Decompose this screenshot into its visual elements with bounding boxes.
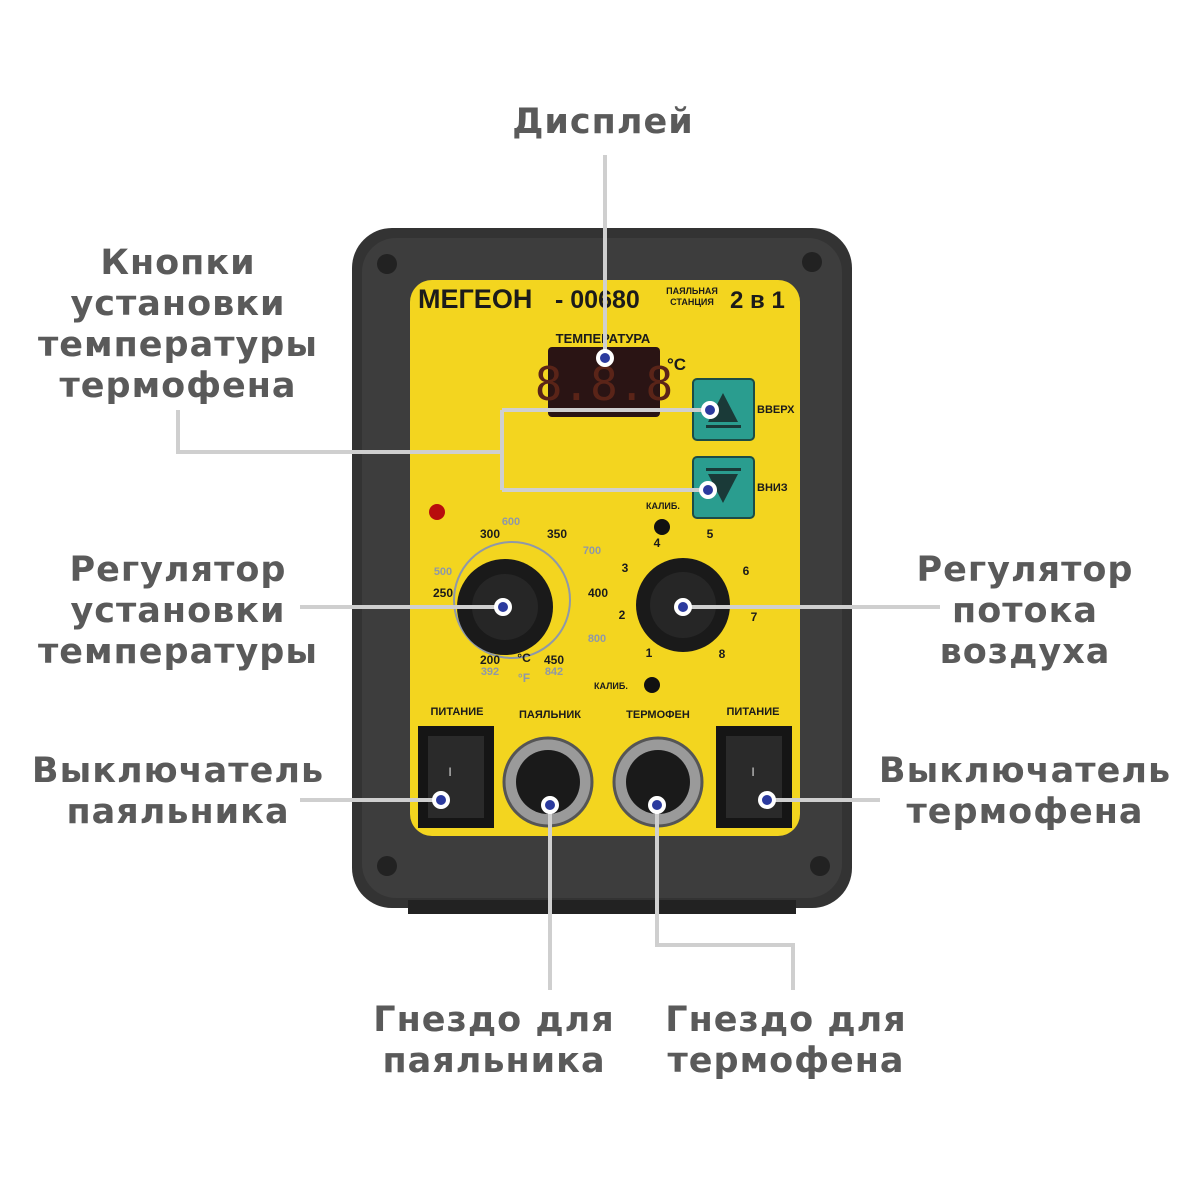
- callout-line: Гнездо для: [373, 1000, 614, 1040]
- callout-iron-socket: Гнездо для паяльника: [373, 1000, 614, 1081]
- down-button[interactable]: [692, 456, 755, 519]
- callout-temp-knob: Регулятор установки температуры: [38, 550, 318, 672]
- up-label: ВВЕРХ: [757, 404, 795, 416]
- iron-power-switch[interactable]: I: [418, 726, 494, 828]
- screw-icon: [810, 856, 830, 876]
- down-label: ВНИЗ: [757, 482, 788, 494]
- scale-label: 3: [622, 561, 629, 575]
- scale-label: 4: [654, 536, 661, 550]
- type-label: ПАЯЛЬНАЯ: [666, 286, 718, 296]
- calib-button-bottom[interactable]: [644, 677, 660, 693]
- gun-label: ТЕРМОФЕН: [626, 709, 690, 721]
- callout-line: установки: [70, 591, 285, 631]
- callout-line: Регулятор: [70, 550, 287, 590]
- scale-label: 400: [588, 586, 608, 600]
- unit-label: °F: [518, 671, 530, 685]
- arrow-down-icon: [708, 474, 738, 503]
- iron-socket[interactable]: [502, 736, 594, 828]
- calib-button-top[interactable]: [654, 519, 670, 535]
- power-led: [429, 504, 445, 520]
- callout-line: термофена: [60, 366, 297, 406]
- callout-iron-switch: Выключатель паяльника: [32, 751, 324, 832]
- temperature-display: [548, 347, 660, 417]
- two-in-one-label: 2 в 1: [730, 287, 785, 314]
- callout-line: Выключатель: [879, 751, 1171, 791]
- callout-line: потока: [952, 591, 1098, 631]
- scale-label: 250: [433, 586, 453, 600]
- callout-line: Регулятор: [917, 550, 1134, 590]
- scale-label: 7: [751, 610, 758, 624]
- scale-label: 200: [480, 653, 500, 667]
- switch-on-mark: I: [448, 765, 451, 779]
- callout-line: температуры: [38, 632, 318, 672]
- scale-label: 6: [743, 564, 750, 578]
- unit-label: °C: [517, 651, 531, 665]
- calib-label: КАЛИБ.: [594, 681, 628, 691]
- callout-line: температуры: [38, 325, 318, 365]
- model-number: - 00680: [555, 286, 640, 314]
- callout-line: паяльника: [382, 1041, 605, 1081]
- scale-label: 8: [719, 647, 726, 661]
- scale-label: 700: [583, 545, 601, 557]
- callout-air-knob: Регулятор потока воздуха: [917, 550, 1134, 672]
- callout-display: Дисплей: [512, 102, 694, 142]
- brand-logo: МЕГЕОН: [418, 284, 532, 314]
- gun-power-switch[interactable]: I: [716, 726, 792, 828]
- scale-label: 2: [619, 608, 626, 622]
- power-label: ПИТАНИЕ: [431, 706, 484, 718]
- iron-label: ПАЯЛЬНИК: [519, 709, 581, 721]
- screw-icon: [377, 254, 397, 274]
- scale-label: 842: [545, 666, 563, 678]
- scale-label: 5: [707, 527, 714, 541]
- power-label: ПИТАНИЕ: [727, 706, 780, 718]
- callout-line: Гнездо для: [665, 1000, 906, 1040]
- scale-label: 350: [547, 527, 567, 541]
- scale-label: 500: [434, 566, 452, 578]
- callout-line: Кнопки: [100, 243, 255, 283]
- celsius-label: °C: [667, 355, 686, 374]
- callout-gun-switch: Выключатель термофена: [879, 751, 1171, 832]
- calib-label: КАЛИБ.: [646, 501, 680, 511]
- scale-label: 450: [544, 653, 564, 667]
- callout-line: воздуха: [940, 632, 1111, 672]
- scale-label: 1: [646, 646, 653, 660]
- callout-line: термофена: [668, 1041, 905, 1081]
- front-panel: МЕГЕОН - 00680 ПАЯЛЬНАЯ СТАНЦИЯ 2 в 1 ТЕ…: [410, 280, 800, 836]
- callout-line: Выключатель: [32, 751, 324, 791]
- callout-line: установки: [70, 284, 285, 324]
- callout-buttons: Кнопки установки температуры термофена: [38, 243, 318, 406]
- scale-label: 800: [588, 633, 606, 645]
- callout-line: термофена: [907, 792, 1144, 832]
- callout-gun-socket: Гнездо для термофена: [665, 1000, 906, 1081]
- scale-label: 600: [502, 516, 520, 528]
- scale-label: 392: [481, 666, 499, 678]
- type-label: СТАНЦИЯ: [670, 297, 714, 307]
- callout-lines: [176, 155, 940, 990]
- screw-icon: [802, 252, 822, 272]
- scale-label: 300: [480, 527, 500, 541]
- callout-line: паяльника: [66, 792, 289, 832]
- switch-on-mark: I: [751, 765, 754, 779]
- screw-icon: [377, 856, 397, 876]
